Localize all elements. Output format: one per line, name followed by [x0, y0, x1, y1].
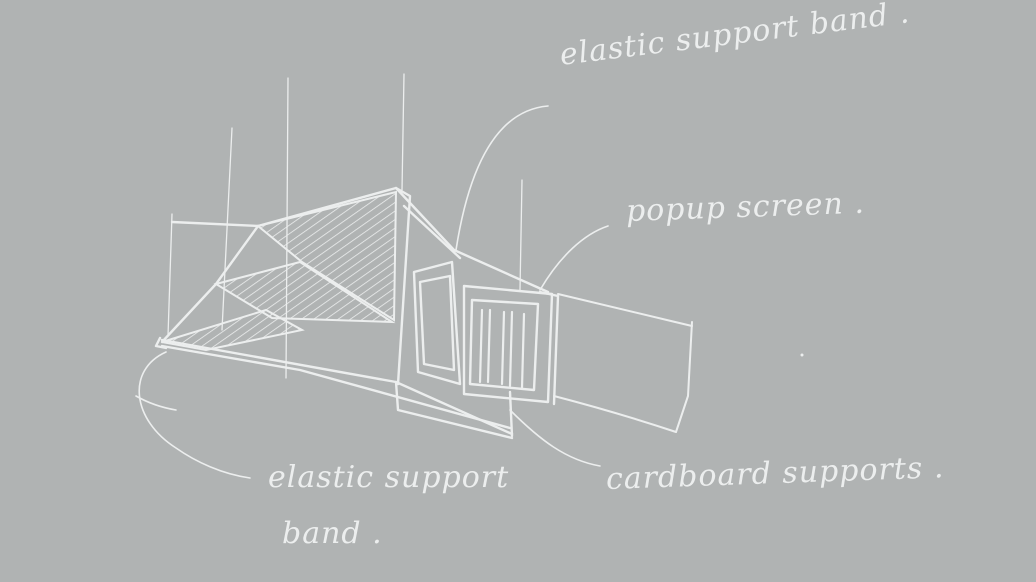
- hatched-panels: [162, 192, 396, 350]
- leader-cardboard: [510, 410, 600, 466]
- leader-popup-screen: [540, 226, 608, 290]
- cardboard-supports: [480, 310, 524, 388]
- label-bottom-line2: band .: [282, 516, 509, 552]
- label-elastic-support-band-bottom: elastic support band .: [268, 460, 509, 552]
- leader-top-band: [456, 106, 548, 250]
- label-bottom-line1: elastic support: [268, 460, 509, 495]
- bottom-band: [136, 352, 250, 478]
- ink-dot: [801, 354, 804, 357]
- side-band: [554, 294, 692, 432]
